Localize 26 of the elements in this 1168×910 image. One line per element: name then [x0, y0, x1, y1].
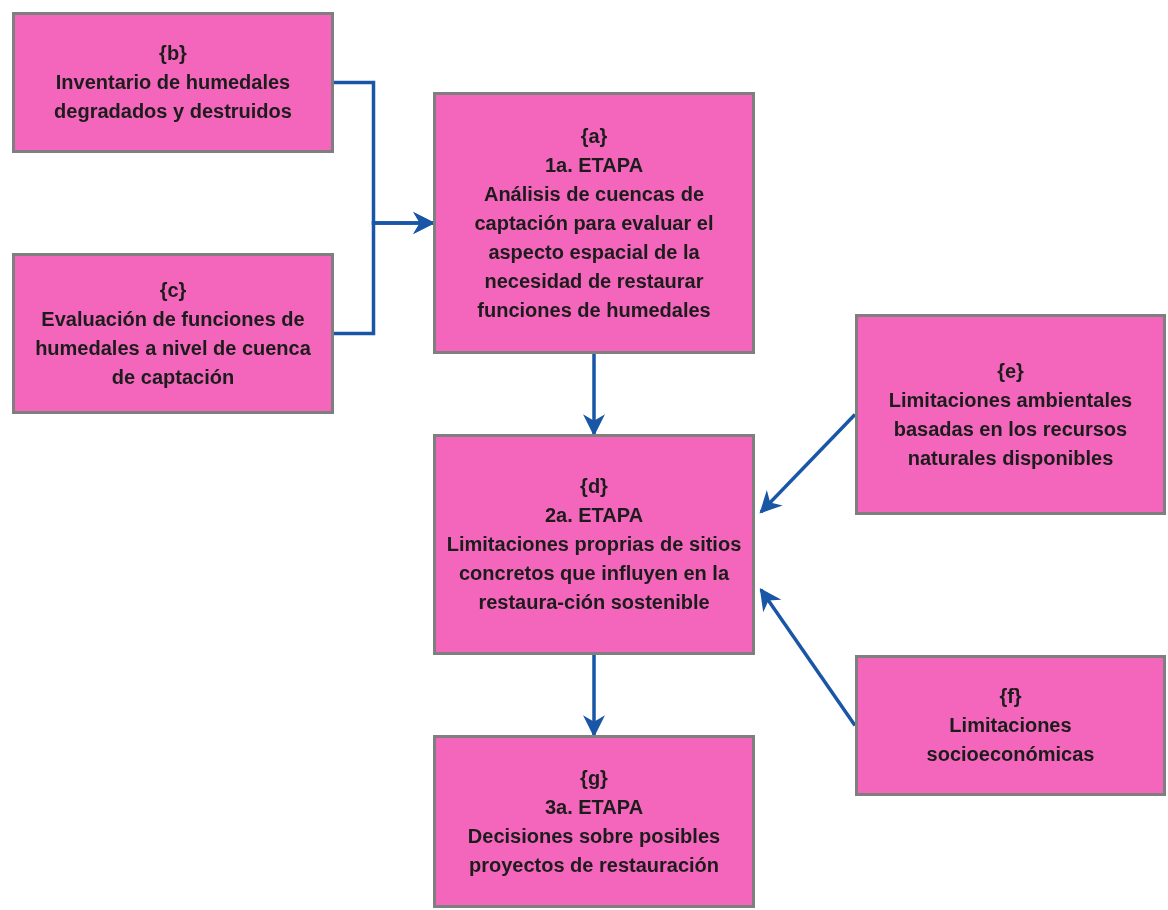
process-box — [12, 12, 334, 153]
box-text: 1a. ETAPA — [544, 152, 644, 178]
box-text: Decisiones sobre posibles proyectos de restauración — [466, 823, 722, 878]
step-code: {b} — [159, 41, 187, 66]
box-text: 2a. ETAPA — [544, 503, 644, 528]
box-text: Evaluación de funciones de humedales a nivel de cuenca de captación — [34, 306, 312, 390]
box-text: Limitaciones socioeconómicas — [925, 713, 1096, 767]
process-box — [433, 92, 755, 354]
box-text: Inventario de humedales degradados y destruidos — [53, 70, 293, 124]
arrow — [759, 413, 857, 514]
box-text: 3a. ETAPA — [544, 794, 644, 820]
step-code: {g} — [580, 765, 608, 791]
step-code: {d} — [580, 474, 608, 499]
box-text: Limitaciones ambientales basadas en los recursos naturales disponibles — [887, 387, 1134, 471]
step-code: {e} — [997, 358, 1024, 384]
step-code: {c} — [159, 277, 187, 303]
step-code: {f} — [999, 684, 1022, 709]
process-box — [12, 253, 334, 414]
process-box — [855, 655, 1166, 796]
process-box — [433, 434, 755, 655]
arrow — [759, 587, 857, 727]
box-text: Análisis de cuencas de captación para evaluar el aspecto espacial de la necesidad de restaurar funciones de humedales — [473, 181, 715, 323]
process-box — [855, 314, 1166, 515]
process-box — [433, 735, 755, 908]
box-text: Limitaciones proprias de sitios concretos que influyen en la restaura-ción sostenible — [445, 532, 743, 615]
step-code: {a} — [580, 123, 608, 149]
